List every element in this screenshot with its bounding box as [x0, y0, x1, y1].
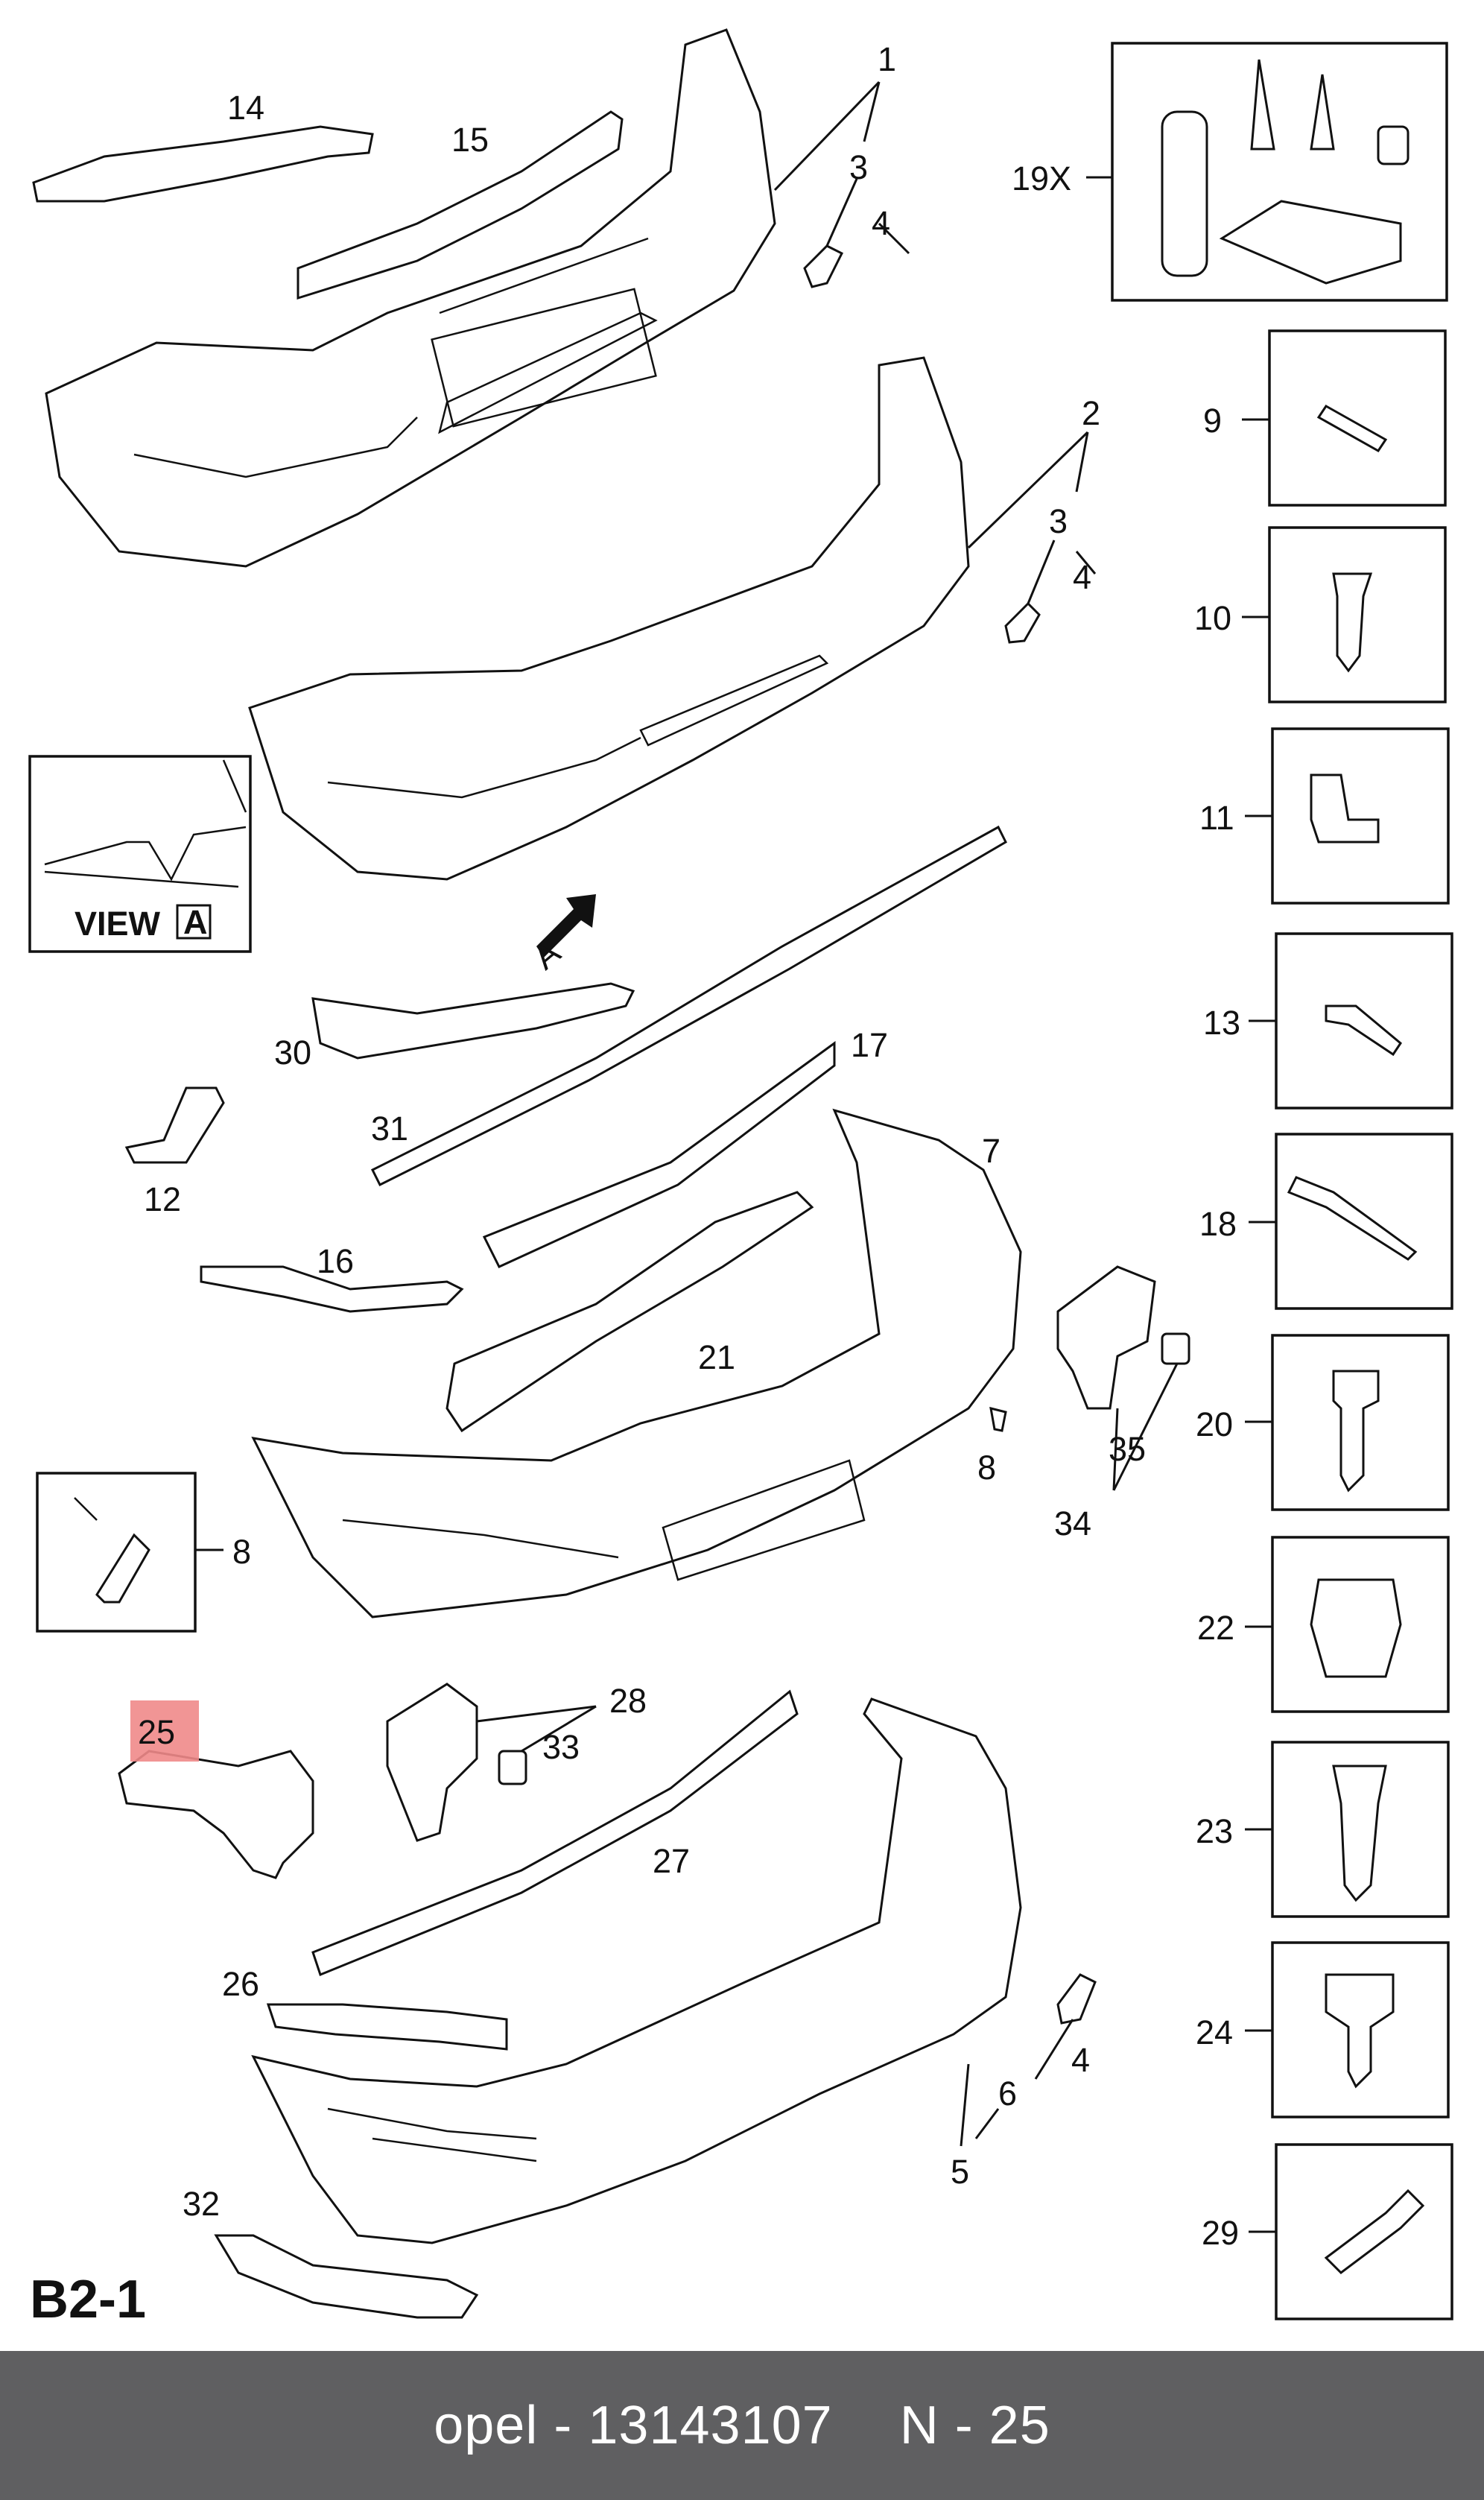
callout-22: 22	[1197, 1609, 1234, 1647]
callout-16: 16	[317, 1242, 354, 1280]
bumper-cover-2	[248, 356, 970, 881]
callout-32: 32	[183, 2185, 220, 2223]
callout-34: 34	[1054, 1504, 1091, 1542]
callout-19x: 19X	[1012, 159, 1071, 197]
callout-23: 23	[1196, 1812, 1233, 1850]
bracket-25	[118, 1750, 314, 1879]
callout-21: 21	[698, 1338, 735, 1376]
bracket-14	[32, 125, 374, 203]
fastener-box-11	[1245, 727, 1450, 905]
view-arrow: A	[526, 894, 596, 977]
inset-part-8	[36, 1472, 223, 1633]
callout-25: 25	[138, 1713, 175, 1751]
callout-18: 18	[1199, 1205, 1237, 1243]
callout-26: 26	[222, 1965, 259, 2003]
bracket-21	[445, 1191, 814, 1433]
bracket-26	[266, 2003, 508, 2051]
footer-bar: opel - 13143107 N - 25	[0, 2351, 1484, 2500]
fastener-box-10	[1242, 526, 1447, 703]
kit-19x-box	[1086, 42, 1448, 302]
footer-separator: -	[554, 2396, 573, 2455]
plug-6	[1056, 1973, 1097, 2025]
callout-12: 12	[144, 1180, 181, 1218]
fastener-box-29	[1249, 2143, 1453, 2320]
callout-10: 10	[1194, 599, 1231, 637]
pin-8	[989, 1406, 1007, 1432]
fastener-box-20	[1245, 1334, 1450, 1511]
callout-4b: 4	[1073, 558, 1091, 596]
callout-27: 27	[653, 1842, 690, 1880]
highlight-25	[130, 1700, 199, 1762]
strip-30	[311, 982, 635, 1060]
clip-35	[1161, 1332, 1190, 1365]
strip-32	[214, 2234, 479, 2319]
callout-4c: 4	[1071, 2041, 1090, 2079]
callout-1: 1	[878, 40, 896, 78]
callout-6: 6	[998, 2075, 1017, 2113]
bracket-12	[124, 1086, 225, 1164]
callout-8b: 8	[232, 1533, 251, 1571]
fastener-box-18	[1249, 1133, 1453, 1310]
parts-diagram: VIEW A A	[28, 28, 1453, 2329]
callout-14: 14	[227, 89, 264, 127]
bracket-16	[200, 1265, 464, 1313]
view-a-inset: VIEW A	[28, 755, 252, 953]
strip-17	[482, 1041, 836, 1268]
diagram-title: B2-1	[30, 2270, 146, 2329]
bracket-27	[311, 1689, 799, 1976]
callout-35: 35	[1109, 1430, 1146, 1468]
view-marker: A	[183, 903, 208, 941]
footer-part-number: 13143107	[588, 2396, 833, 2455]
callout-29: 29	[1202, 2214, 1239, 2252]
fastener-box-24	[1245, 1941, 1450, 2118]
callout-3b: 3	[1049, 502, 1068, 540]
footer-position-label: N - 25	[899, 2396, 1050, 2455]
callout-17: 17	[851, 1026, 888, 1064]
fastener-box-9	[1242, 329, 1447, 507]
callout-2: 2	[1082, 394, 1100, 432]
callout-8a: 8	[977, 1449, 996, 1487]
callout-labels: 1 2 3 3 4 4 4 5 6 7 8 8 9 10 11 12 13 14…	[138, 40, 1240, 2252]
footer-brand: opel	[434, 2396, 539, 2455]
plug-3b	[1004, 601, 1041, 644]
callout-15: 15	[451, 121, 489, 159]
callout-3a: 3	[849, 148, 868, 186]
bumper-cover-1	[45, 28, 776, 568]
callout-13: 13	[1203, 1004, 1240, 1042]
bumper-cover-5	[251, 1697, 1022, 2244]
bumper-cover-7	[251, 1108, 1022, 1618]
callout-31: 31	[371, 1110, 408, 1148]
fastener-box-22	[1245, 1536, 1450, 1713]
view-label: VIEW	[74, 905, 161, 943]
bracket-15	[297, 110, 624, 300]
callout-9: 9	[1203, 402, 1222, 440]
callout-20: 20	[1196, 1405, 1233, 1443]
strip-31	[370, 825, 1007, 1187]
callout-11: 11	[1199, 799, 1234, 837]
leader-lines	[476, 80, 1179, 2147]
callout-7: 7	[982, 1132, 1001, 1170]
fastener-box-23	[1245, 1741, 1450, 1918]
callout-30: 30	[274, 1034, 311, 1072]
bracket-34	[1056, 1265, 1156, 1410]
callout-24: 24	[1196, 2013, 1233, 2051]
bracket-28	[386, 1683, 478, 1842]
fastener-box-13	[1249, 932, 1453, 1110]
callout-33: 33	[542, 1728, 580, 1766]
clip-33	[498, 1750, 527, 1785]
callout-28: 28	[609, 1682, 647, 1720]
callout-5: 5	[951, 2153, 969, 2191]
callout-4a: 4	[872, 204, 890, 242]
plug-3a	[803, 244, 844, 288]
